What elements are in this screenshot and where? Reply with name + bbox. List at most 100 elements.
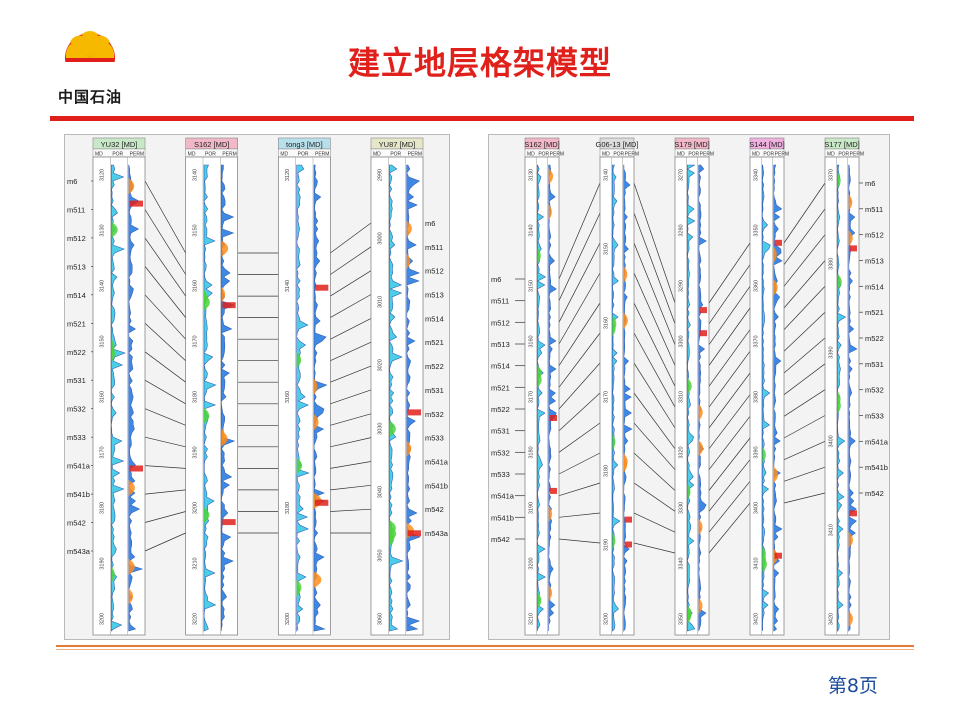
- well-name: S144 [MD]: [749, 140, 784, 149]
- depth-tick-label: 3340: [754, 169, 760, 181]
- correlation-line: [144, 436, 186, 448]
- well-name: S177 [MD]: [824, 140, 859, 149]
- correlation-line: [783, 260, 826, 309]
- log-highlight: [129, 200, 143, 207]
- track-label: POR: [298, 152, 309, 158]
- log-highlight: [537, 364, 542, 381]
- well-name: S162 [MD]: [194, 140, 229, 149]
- correlation-line: [708, 307, 751, 366]
- correlation-line: [708, 394, 751, 450]
- track-label: POR: [613, 152, 624, 158]
- correlation-line: [330, 294, 372, 318]
- log-highlight: [699, 307, 707, 314]
- correlation-line: [330, 318, 372, 340]
- marker-label-right: m514: [425, 314, 444, 323]
- correlation-line: [144, 379, 186, 405]
- depth-tick-label: 3120: [285, 169, 291, 181]
- correlation-line: [558, 538, 601, 544]
- depth-tick-label: 3170: [100, 446, 106, 458]
- log-highlight: [128, 178, 135, 195]
- log-curve: [110, 164, 126, 632]
- depth-tick-label: 3160: [604, 317, 610, 329]
- marker-label-left: m542: [491, 535, 510, 544]
- correlation-line: [144, 266, 186, 318]
- log-highlight: [111, 338, 115, 355]
- log-curve: [296, 164, 310, 633]
- track-label: POR: [112, 152, 123, 158]
- correlation-line: [330, 461, 372, 469]
- marker-label-left: m521: [67, 319, 86, 328]
- log-highlight: [315, 499, 329, 506]
- depth-tick-label: 3150: [529, 280, 535, 292]
- depth-tick-label: 3150: [604, 243, 610, 255]
- correlation-line: [783, 363, 826, 395]
- log-highlight: [221, 427, 225, 444]
- log-highlight: [774, 239, 782, 246]
- log-highlight: [837, 273, 842, 290]
- track-label: MD: [677, 152, 685, 158]
- depth-tick-label: 3180: [192, 391, 198, 403]
- depth-tick-label: 3140: [604, 169, 610, 181]
- depth-tick-label: 2990: [378, 169, 384, 181]
- depth-tick-label: 3180: [604, 465, 610, 477]
- log-highlight: [548, 168, 554, 185]
- marker-label-left: m6: [491, 275, 501, 284]
- marker-label-right: m521: [425, 338, 444, 347]
- log-highlight: [837, 390, 841, 407]
- marker-label-left: m512: [67, 234, 86, 243]
- log-highlight: [612, 533, 616, 550]
- log-curve: [612, 164, 621, 632]
- correlation-line: [330, 365, 372, 383]
- track-label: POR: [838, 152, 849, 158]
- marker-label-right: m543a: [425, 529, 449, 538]
- marker-label-left: m541b: [67, 490, 90, 499]
- marker-label-left: m521: [491, 383, 510, 392]
- marker-label-right: m541b: [425, 481, 448, 490]
- correlation-line: [783, 492, 826, 504]
- correlation-line: [783, 389, 826, 417]
- depth-tick-label: 3180: [100, 502, 106, 514]
- marker-label-left: m542: [67, 519, 86, 528]
- log-highlight: [296, 581, 300, 598]
- depth-tick-label: 3140: [529, 224, 535, 236]
- correlation-line: [144, 408, 186, 426]
- track-label: POR: [390, 152, 401, 158]
- depth-tick-label: 3190: [100, 557, 106, 569]
- correlation-line: [783, 466, 826, 482]
- page-number: 第8页: [827, 675, 878, 697]
- marker-label-left: m531: [491, 427, 510, 436]
- depth-tick-label: 3200: [100, 613, 106, 625]
- title-divider: [50, 116, 914, 121]
- track-label: MD: [373, 152, 381, 158]
- footer-divider-thin: [56, 649, 914, 650]
- log-highlight: [222, 302, 236, 309]
- marker-label-left: m532: [491, 448, 510, 457]
- depth-tick-label: 3390: [754, 446, 760, 458]
- correlation-line: [633, 362, 676, 429]
- marker-label-right: m522: [865, 334, 884, 343]
- log-highlight: [221, 286, 226, 303]
- log-highlight: [773, 246, 777, 263]
- depth-tick-label: 3270: [679, 169, 685, 181]
- log-highlight: [687, 377, 692, 394]
- logo-text: 中国石油: [57, 88, 122, 106]
- depth-tick-label: 3190: [604, 539, 610, 551]
- depth-tick-label: 3350: [754, 224, 760, 236]
- log-highlight: [848, 531, 854, 548]
- marker-label-right: m522: [425, 362, 444, 371]
- track-label: MD: [752, 152, 760, 158]
- depth-tick-label: 3200: [192, 502, 198, 514]
- correlation-line: [330, 246, 372, 275]
- well-name: tong3 [MD]: [286, 140, 323, 149]
- correlation-line: [144, 294, 186, 340]
- well-name: YU87 [MD]: [379, 140, 416, 149]
- depth-tick-label: 3340: [679, 557, 685, 569]
- marker-label-left: m512: [491, 318, 510, 327]
- marker-label-left: m6: [67, 177, 77, 186]
- correlation-line: [633, 452, 676, 491]
- depth-tick-label: 3010: [378, 296, 384, 308]
- correlation-line: [633, 242, 676, 345]
